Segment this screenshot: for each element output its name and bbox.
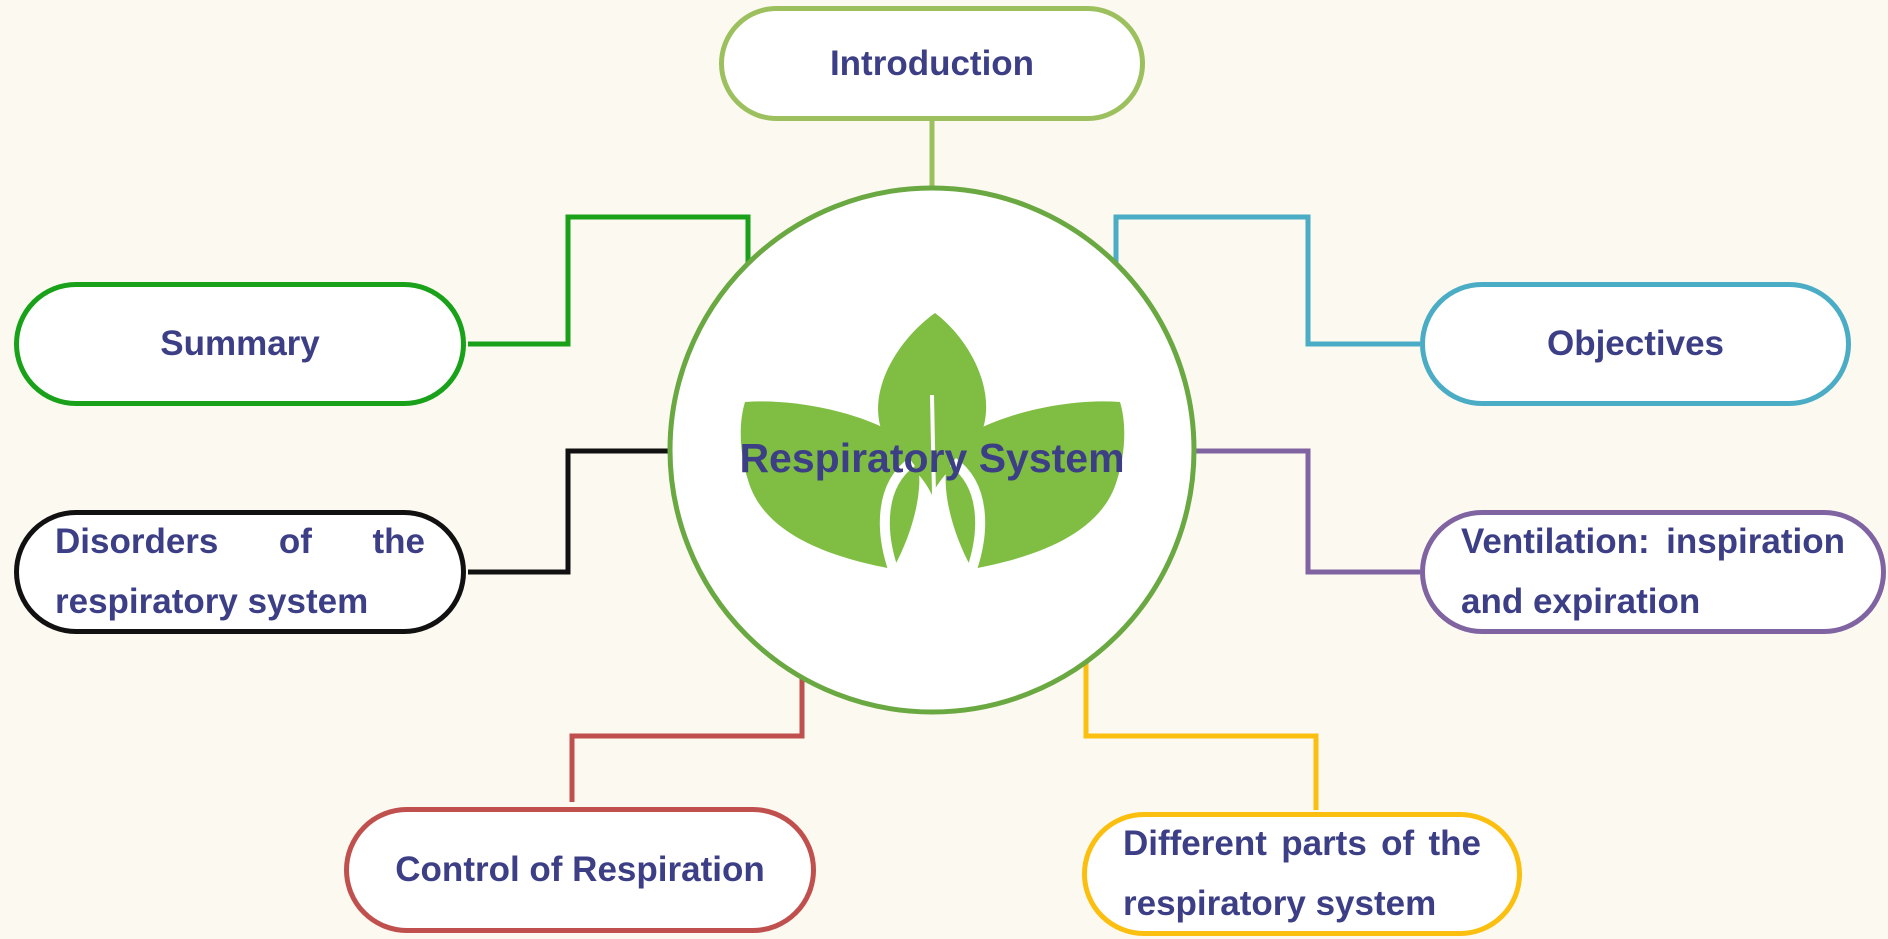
connector-parts (1083, 661, 1319, 810)
leaf-vein-top (930, 394, 936, 496)
connector-control (569, 678, 805, 802)
leaf-left (740, 401, 920, 569)
connector-objectives (1113, 214, 1420, 347)
node-label: Different parts of the respiratory syste… (1123, 824, 1481, 923)
leaf-vein-left (879, 457, 916, 571)
node-label: Introduction (829, 43, 1035, 83)
node-introduction[interactable]: Introduction (719, 6, 1145, 121)
node-parts[interactable]: Different parts of the respiratory syste… (1082, 812, 1522, 936)
leaf-right (945, 401, 1125, 569)
node-ventilation[interactable]: Ventilation: inspiration and expiration (1420, 510, 1886, 634)
node-disorders[interactable]: Disorders of the respiratory system (14, 510, 466, 634)
node-label: Control of Respiration (395, 850, 765, 889)
leaf-vein-right (949, 457, 986, 571)
node-label: Summary (160, 324, 320, 363)
node-summary[interactable]: Summary (14, 282, 466, 406)
node-control[interactable]: Control of Respiration (344, 807, 816, 933)
hub-title: Respiratory System (739, 435, 1125, 481)
connector-ventilation (1194, 448, 1420, 575)
node-label: Objectives (1546, 324, 1725, 363)
connector-summary (468, 214, 751, 347)
node-label: Ventilation: inspiration and expiration (1461, 522, 1845, 621)
connector-disorders (468, 448, 672, 575)
node-label: Disorders of the respiratory system (55, 522, 425, 621)
leaf-icon (740, 313, 1125, 571)
node-objectives[interactable]: Objectives (1420, 282, 1851, 406)
